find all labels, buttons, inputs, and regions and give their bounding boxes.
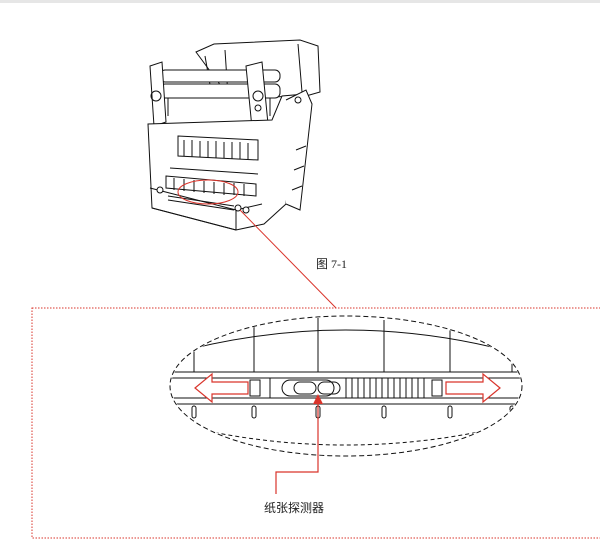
arrow-left-icon	[194, 372, 249, 404]
callout-frame	[31, 307, 600, 539]
sensor-leader-line	[275, 396, 319, 494]
callout-connector	[239, 209, 337, 309]
zoom-detail	[171, 318, 521, 446]
printer-illustration	[147, 39, 321, 231]
paper-sensor-label: 纸张探测器	[264, 501, 325, 515]
figure-caption: 图 7-1	[316, 257, 347, 271]
arrow-right-icon	[445, 372, 501, 404]
top-rule	[0, 0, 600, 3]
sensor-leader-arrow	[313, 394, 323, 404]
